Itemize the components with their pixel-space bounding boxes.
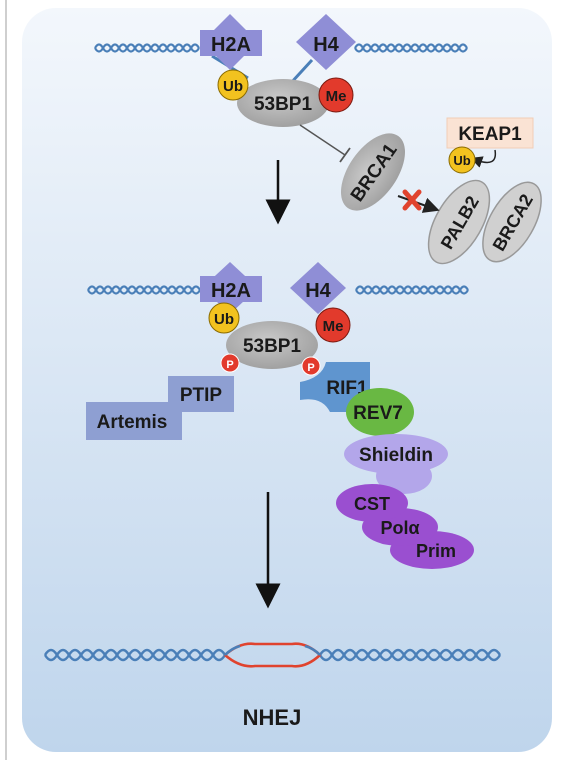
- keap1-box: [446, 117, 534, 149]
- phospho-label-right: P: [307, 362, 314, 374]
- brca2-protein: [482, 181, 542, 263]
- artemis-protein: [86, 402, 182, 440]
- ligation-junction: [224, 642, 321, 668]
- phospho-marker-right: [301, 356, 321, 376]
- cst-label: CST: [354, 494, 390, 514]
- h2a-histone-body-middle: [200, 276, 262, 302]
- brca1-protein: [341, 133, 405, 211]
- inhibition-bar: [339, 147, 351, 163]
- keap1-label: KEAP1: [458, 124, 522, 145]
- me-marker-top: [318, 77, 354, 113]
- 53bp1-protein-middle: [226, 321, 318, 369]
- h2a-label-middle: H2A: [211, 280, 251, 302]
- 53bp1-label-top: 53BP1: [254, 94, 313, 115]
- me-label-middle: Me: [323, 318, 344, 335]
- rif1-label: RIF1: [326, 378, 368, 399]
- bottom-dna-strand: [43, 648, 502, 662]
- h4-label: H4: [313, 34, 339, 56]
- ub-label-palb2: Ub: [453, 153, 470, 168]
- nhej-label: NHEJ: [243, 705, 302, 730]
- ub-marker-palb2: [448, 146, 476, 174]
- artemis-label: Artemis: [97, 412, 168, 433]
- 53bp1-protein-top: [237, 79, 329, 127]
- pola-label: Polα: [380, 518, 419, 538]
- rev7-label: REV7: [353, 403, 403, 424]
- h4-histone: [296, 14, 356, 70]
- ub-label-top: Ub: [223, 78, 243, 95]
- h4-label-middle: H4: [305, 280, 331, 302]
- shieldin-protein: [344, 434, 448, 474]
- ub-marker-top: [217, 69, 249, 101]
- keap1-ub-arrow: [470, 149, 497, 168]
- prim-label: Prim: [416, 541, 456, 561]
- h2a-histone-body: [200, 30, 262, 56]
- phospho-marker-left: [220, 353, 240, 373]
- cst-protein: [336, 484, 408, 522]
- ub-marker-middle: [208, 302, 240, 334]
- rev7-protein: [346, 388, 414, 436]
- h2a-label: H2A: [211, 34, 251, 56]
- me-label-top: Me: [326, 88, 347, 105]
- blocked-x-icon: [402, 189, 422, 211]
- h4-histone-middle: [290, 262, 346, 314]
- 53bp1-label-middle: 53BP1: [243, 336, 302, 357]
- phospho-label-left: P: [226, 359, 233, 371]
- middle-dna-strand: [87, 285, 469, 295]
- me-marker-middle: [315, 307, 351, 343]
- top-dna-strand: [94, 43, 468, 53]
- inhibition-line: [299, 124, 346, 156]
- shieldin-label: Shieldin: [359, 445, 433, 466]
- ptip-label: PTIP: [180, 385, 223, 406]
- ub-label-middle: Ub: [214, 311, 234, 328]
